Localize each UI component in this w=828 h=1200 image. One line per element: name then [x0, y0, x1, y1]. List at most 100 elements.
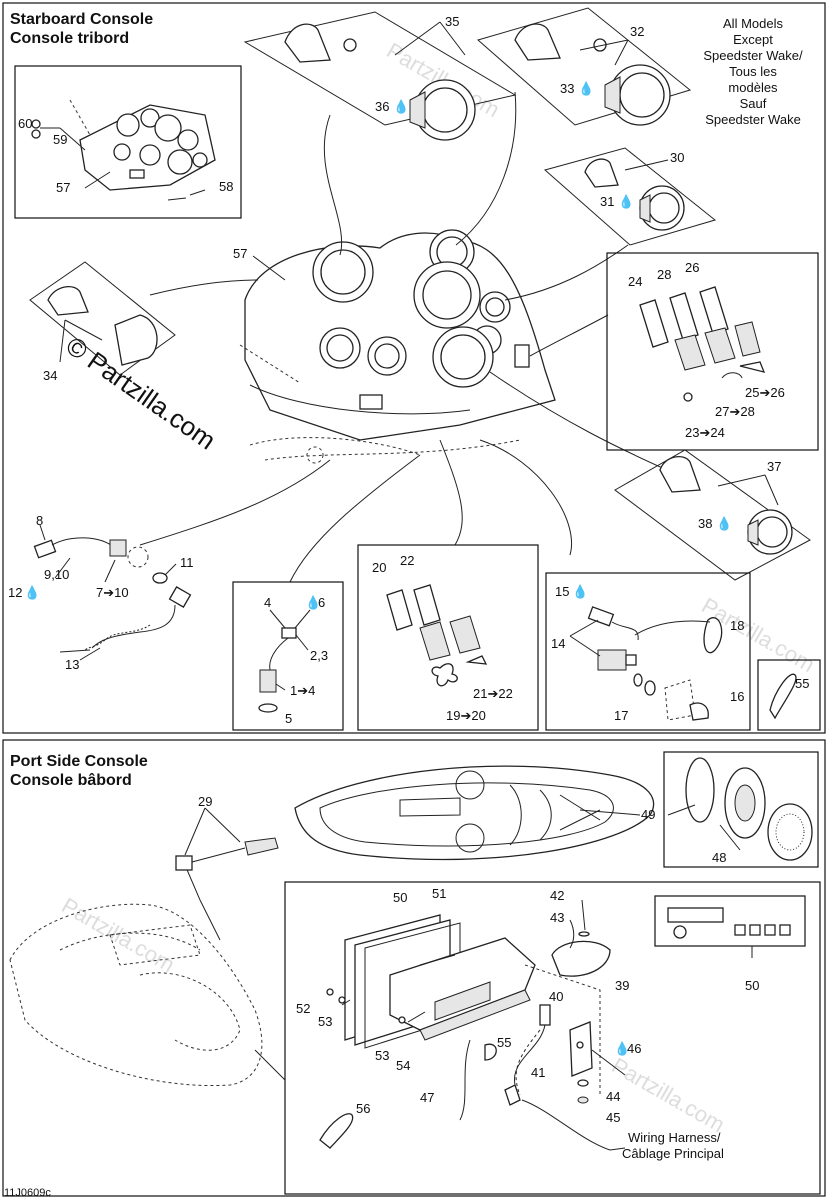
callout-4: 4: [264, 595, 271, 610]
inset-switches-2: [357, 544, 539, 731]
callout-11: 11: [180, 555, 194, 570]
support-bracket-drawing: [524, 899, 611, 1095]
screw-54: [407, 1011, 426, 1023]
callout-53-lower: 53: [375, 1048, 389, 1063]
washer-53: [398, 1016, 406, 1024]
gauge-34-drawing: [47, 285, 158, 366]
inset-tie-55: [757, 659, 821, 731]
callout-58: 58: [219, 179, 233, 194]
all-models-note: All Models Except Speedster Wake/ Tous l…: [703, 16, 803, 127]
antenna-29-drawing: [175, 807, 279, 871]
callout-57-leader: [252, 255, 286, 281]
stereo-faceplate-drawing: [654, 895, 806, 958]
callout-33: 33: [560, 81, 574, 96]
drop-icon-31: 💧: [618, 194, 634, 209]
svg-text:Sauf: Sauf: [740, 96, 767, 111]
harness-route: [184, 864, 221, 941]
callout-5: 5: [285, 711, 292, 726]
wiring-routes: [139, 91, 691, 583]
callout-12: 12: [8, 585, 22, 600]
callout-42: 42: [550, 888, 564, 903]
callout-57-inset: 57: [56, 180, 70, 195]
callout-9-10: 9,10: [44, 567, 69, 582]
port-console-leader: [254, 1049, 286, 1081]
callout-18: 18: [730, 618, 744, 633]
callout-54: 54: [396, 1058, 410, 1073]
callout-29: 29: [198, 794, 212, 809]
callout-39: 39: [615, 978, 629, 993]
switches-2-drawing: [386, 584, 488, 687]
gauge-34-plate: [29, 261, 176, 376]
callout-23-24: 23➔24: [685, 425, 725, 440]
callout-35: 35: [445, 14, 459, 29]
main-console-drawing: [239, 229, 556, 464]
gauge-32-plate: [476, 7, 692, 126]
callout-28: 28: [657, 267, 671, 282]
drop-icon-15: 💧: [572, 584, 588, 599]
port-title-en: Port Side Console: [10, 753, 148, 770]
cable-assembly-drawing: [33, 524, 192, 661]
callout-37: 37: [767, 459, 781, 474]
port-console-outline: [9, 903, 263, 1087]
switches-drawing: [639, 286, 766, 402]
callout-50-faceplate: 50: [745, 978, 759, 993]
stereo-mount-drawing: [569, 1021, 626, 1104]
callout-14: 14: [551, 636, 565, 651]
gauge-32-drawing: [514, 23, 671, 126]
svg-text:Speedster Wake/: Speedster Wake/: [703, 48, 803, 63]
footer-code: 11J0609c: [4, 1187, 51, 1199]
callout-49: 49: [641, 807, 655, 822]
port-title-fr: Console bâbord: [10, 772, 132, 789]
switch-connector-drawing: [569, 606, 723, 721]
callout-24: 24: [628, 274, 642, 289]
sensor-drawing: [258, 609, 311, 713]
callout-8: 8: [36, 513, 43, 528]
gauge-37-drawing: [659, 455, 793, 555]
callout-50: 50: [393, 890, 407, 905]
boat-top-view-drawing: [294, 765, 655, 861]
harness-note-en: Wiring Harness/: [628, 1130, 721, 1145]
stereo-wiring-drawing: [459, 1004, 626, 1151]
callout-1-4: 1➔4: [290, 683, 315, 698]
callout-31: 31: [600, 194, 614, 209]
callout-20: 20: [372, 560, 386, 575]
callout-13: 13: [65, 657, 79, 672]
callout-46: 46: [627, 1041, 641, 1056]
callout-16: 16: [730, 689, 744, 704]
callout-53-upper: 53: [318, 1014, 332, 1029]
speaker-drawing: [667, 757, 813, 861]
callout-45: 45: [606, 1110, 620, 1125]
callout-34: 34: [43, 368, 57, 383]
callout-26: 26: [685, 260, 699, 275]
callout-44: 44: [606, 1089, 620, 1104]
drop-icon-46: 💧: [614, 1041, 630, 1056]
callout-30: 30: [670, 150, 684, 165]
svg-text:modèles: modèles: [728, 80, 778, 95]
callout-36: 36: [375, 99, 389, 114]
gauge-30-plate: [543, 147, 717, 246]
drop-icon-6: 💧: [305, 595, 321, 610]
console-overview-drawing: [31, 99, 216, 201]
svg-text:Tous les: Tous les: [729, 64, 777, 79]
callout-19-20: 19➔20: [446, 708, 486, 723]
callout-27-28: 27➔28: [715, 404, 755, 419]
callout-17: 17: [614, 708, 628, 723]
callout-47: 47: [420, 1090, 434, 1105]
callout-21-22: 21➔22: [473, 686, 513, 701]
starboard-title-en: Starboard Console: [10, 11, 153, 28]
starboard-title-fr: Console tribord: [10, 30, 129, 47]
console-overview-inset: [14, 65, 242, 219]
callout-25-26: 25➔26: [745, 385, 785, 400]
drop-icon-33: 💧: [578, 81, 594, 96]
starboard-section-frame: [2, 2, 826, 734]
callout-55-top: 55: [795, 676, 809, 691]
stereo-inset: [284, 881, 821, 1195]
inset-sensor: [232, 581, 344, 731]
svg-text:All Models: All Models: [723, 16, 783, 31]
tie-55-drawing: [769, 673, 797, 720]
gauge-37-plate: [614, 449, 811, 581]
svg-text:Except: Except: [733, 32, 773, 47]
callout-6: 6: [318, 595, 325, 610]
callout-55: 55: [497, 1035, 511, 1050]
